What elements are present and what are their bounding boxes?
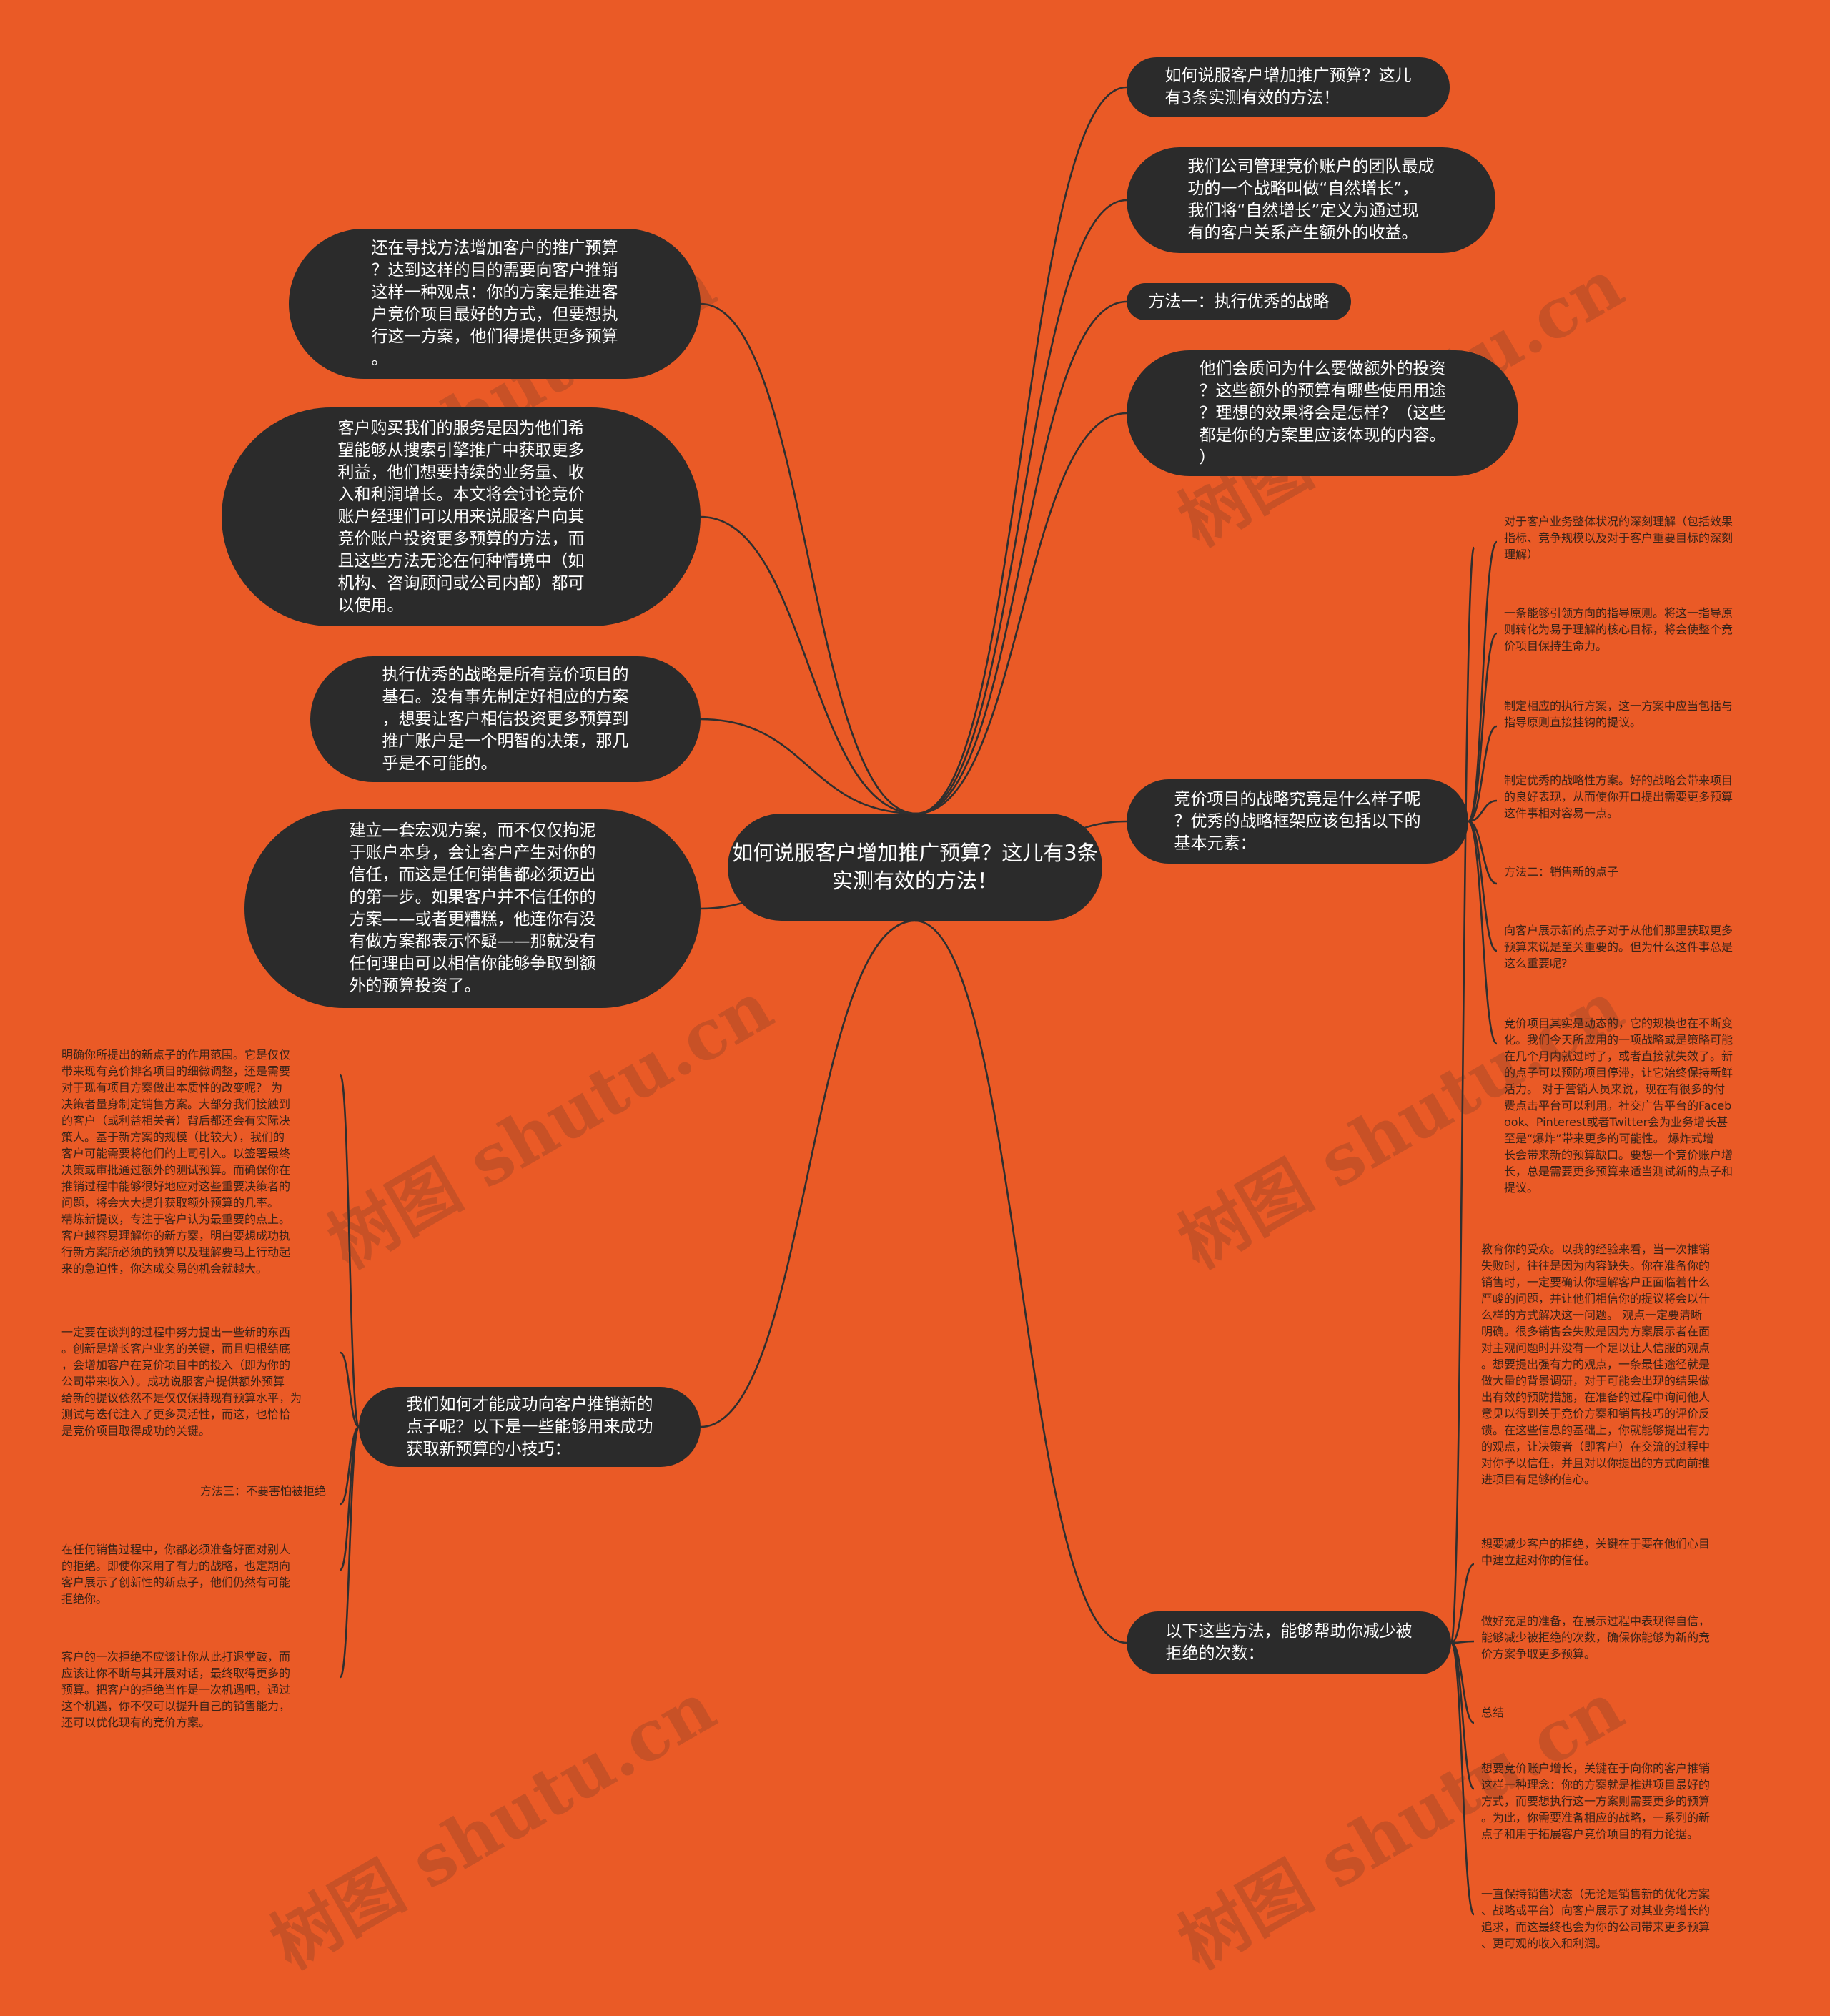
right-node-natural-growth[interactable]: 我们公司管理竞价账户的团队最成 功的一个战略叫做“自然增长”， 我们将“自然增长… [1127, 147, 1495, 253]
branch-connector [700, 302, 917, 815]
rejection-leaf: 总结 [1481, 1706, 1505, 1719]
central-topic[interactable]: 如何说服客户增加推广预算？这儿有3条实测有效的方法！ [728, 814, 1102, 921]
right-node-label: 我们公司管理竞价账户的团队最成 功的一个战略叫做“自然增长”， 我们将“自然增长… [1187, 157, 1435, 242]
left-node-label: 客户购买我们的服务是因为他们希 望能够从搜索引擎推广中获取更多 利益，他们想要持… [337, 418, 585, 615]
right-node-label: 方法一：执行优秀的战略 [1148, 292, 1330, 311]
left-node-label: 建立一套宏观方案，而不仅仅拘泥 于账户本身，会让客户产生对你的 信任，而这是任何… [349, 821, 596, 995]
strategy-leaf: 制定相应的执行方案，这一方案中应当包括与 指导原则直接挂钩的提议。 [1504, 699, 1733, 729]
leaf-connector [1468, 632, 1498, 823]
branch-connector [916, 199, 1127, 815]
branch-connector [700, 515, 917, 815]
right-node-title[interactable]: 如何说服客户增加推广预算？这儿 有3条实测有效的方法！ [1127, 57, 1450, 117]
strategy-leaf: 竞价项目其实是动态的，它的规模也在不断变 化。我们今天所应用的一项战略或是策略可… [1504, 1017, 1733, 1195]
leaf-connector [1468, 799, 1498, 823]
left-node-label: 我们如何才能成功向客户推销新的 点子呢？以下是一些能够用来成功 获取新预算的小技… [406, 1395, 653, 1458]
leaf-connector [340, 1351, 360, 1428]
rejection-leaf: 教育你的受众。以我的经验来看，当一次推销 失败时，往往是因为内容缺失。你在准备你… [1481, 1242, 1711, 1486]
left-node-macro-plan[interactable]: 建立一套宏观方案，而不仅仅拘泥 于账户本身，会让客户产生对你的 信任，而这是任何… [244, 809, 701, 1008]
rejection-leaf: 想要减少客户的拒绝，关键在于要在他们心目 中建立起对你的信任。 [1481, 1537, 1711, 1567]
right-node-method-one[interactable]: 方法一：执行优秀的战略 [1127, 283, 1351, 320]
rejection-leaf: 做好充足的准备，在展示过程中表现得自信， 能够减少被拒绝的次数，确保你能够为新的… [1481, 1614, 1711, 1661]
leaf-connector [1467, 820, 1498, 1045]
right-node-label: 如何说服客户增加推广预算？这儿 有3条实测有效的方法！ [1164, 66, 1412, 107]
left-node-label: 执行优秀的战略是所有竞价项目的 基石。没有事先制定好相应的方案 ，想要让客户相信… [382, 665, 629, 773]
leaf-connector [1450, 1641, 1475, 1916]
rejection-leaf: 想要竞价账户增长，关键在于向你的客户推销 这样一种理念：你的方案就是推进项目最好… [1481, 1761, 1711, 1841]
left-node-label: 还在寻找方法增加客户的推广预算 ？达到这样的目的需要向客户推销 这样一种观点：你… [371, 239, 618, 368]
right-node-strategy-framework[interactable]: 竞价项目的战略究竟是什么样子呢 ？优秀的战略框架应该包括以下的 基本元素： [1127, 779, 1468, 864]
left-node-find-methods[interactable]: 还在寻找方法增加客户的推广预算 ？达到这样的目的需要向客户推销 这样一种观点：你… [289, 229, 701, 379]
leaf-connector [1467, 540, 1498, 823]
tips-leaf: 方法三：不要害怕被拒绝 [199, 1484, 326, 1498]
tips-leaf: 在任何销售过程中，你都必须准备好面对别人 的拒绝。即使你采用了有力的战略，也定期… [61, 1543, 291, 1606]
strategy-leaf: 方法二：销售新的点子 [1504, 865, 1619, 879]
leaf-connector [1450, 1641, 1475, 1790]
branch-connector [700, 718, 917, 815]
leaf-connector [1450, 546, 1475, 1644]
strategy-leaf: 对于客户业务整体状况的深刻理解（包括效果 指标、竞争规模以及对于客户重要目标的深… [1504, 515, 1733, 561]
tips-leaf: 明确你所提出的新点子的作用范围。它是仅仅 带来现有竞价排名项目的细微调整，还是需… [61, 1048, 291, 1275]
leaf-connector [1450, 1640, 1475, 1644]
leaf-connector [1468, 725, 1498, 823]
leaf-connector [339, 1425, 360, 1679]
tips-leaf: 一定要在谈判的过程中努力提出一些新的东西 。创新是增长客户业务的关键，而且归根结… [61, 1325, 302, 1438]
branch-connector [916, 86, 1127, 815]
tips-leaf: 客户的一次拒绝不应该让你从此打退堂鼓，而 应该让你不断与其开展对话，最终取得更多… [61, 1650, 291, 1729]
strategy-leaf: 制定优秀的战略性方案。好的战略会带来项目 的良好表现，从而使你开口提出需要更多预… [1504, 774, 1733, 820]
leaf-connector [339, 1074, 360, 1428]
strategy-leaf: 一条能够引领方向的指导原则。将这一指导原 则转化为易于理解的核心目标，将会使整个… [1504, 606, 1733, 653]
right-node-reduce-rejection[interactable]: 以下这些方法，能够帮助你减少被 拒绝的次数： [1127, 1611, 1451, 1674]
branch-connector [916, 300, 1127, 815]
branch-connector [916, 412, 1127, 815]
right-node-label: 竞价项目的战略究竟是什么样子呢 ？优秀的战略框架应该包括以下的 基本元素： [1174, 789, 1421, 853]
central-topic-label: 如何说服客户增加推广预算？这儿有3条实测有效的方法！ [732, 841, 1098, 893]
left-node-client-purchase[interactable]: 客户购买我们的服务是因为他们希 望能够从搜索引擎推广中获取更多 利益，他们想要持… [222, 407, 701, 626]
left-node-strategy-foundation[interactable]: 执行优秀的战略是所有竞价项目的 基石。没有事先制定好相应的方案 ，想要让客户相信… [310, 656, 701, 782]
left-node-sell-ideas[interactable]: 我们如何才能成功向客户推销新的 点子呢？以下是一些能够用来成功 获取新预算的小技… [359, 1387, 701, 1467]
right-node-label: 以下这些方法，能够帮助你减少被 拒绝的次数： [1165, 1622, 1413, 1663]
right-node-label: 他们会质问为什么要做额外的投资 ？这些额外的预算有哪些使用用途 ？理想的效果将会… [1199, 359, 1446, 467]
leaf-connector [1468, 820, 1498, 952]
right-node-questions[interactable]: 他们会质问为什么要做额外的投资 ？这些额外的预算有哪些使用用途 ？理想的效果将会… [1127, 350, 1518, 476]
leaf-connector [1468, 820, 1498, 885]
branch-connector [700, 919, 916, 1428]
rejection-leaf: 一直保持销售状态（无论是销售新的优化方案 、战略或平台）向客户展示了对其业务增长… [1481, 1887, 1711, 1950]
branch-connector [914, 919, 1127, 1644]
leaf-connector [1450, 1563, 1475, 1644]
strategy-leaf: 向客户展示新的点子对于从他们那里获取更多 预算来说是至关重要的。但为什么这件事总… [1504, 924, 1733, 970]
